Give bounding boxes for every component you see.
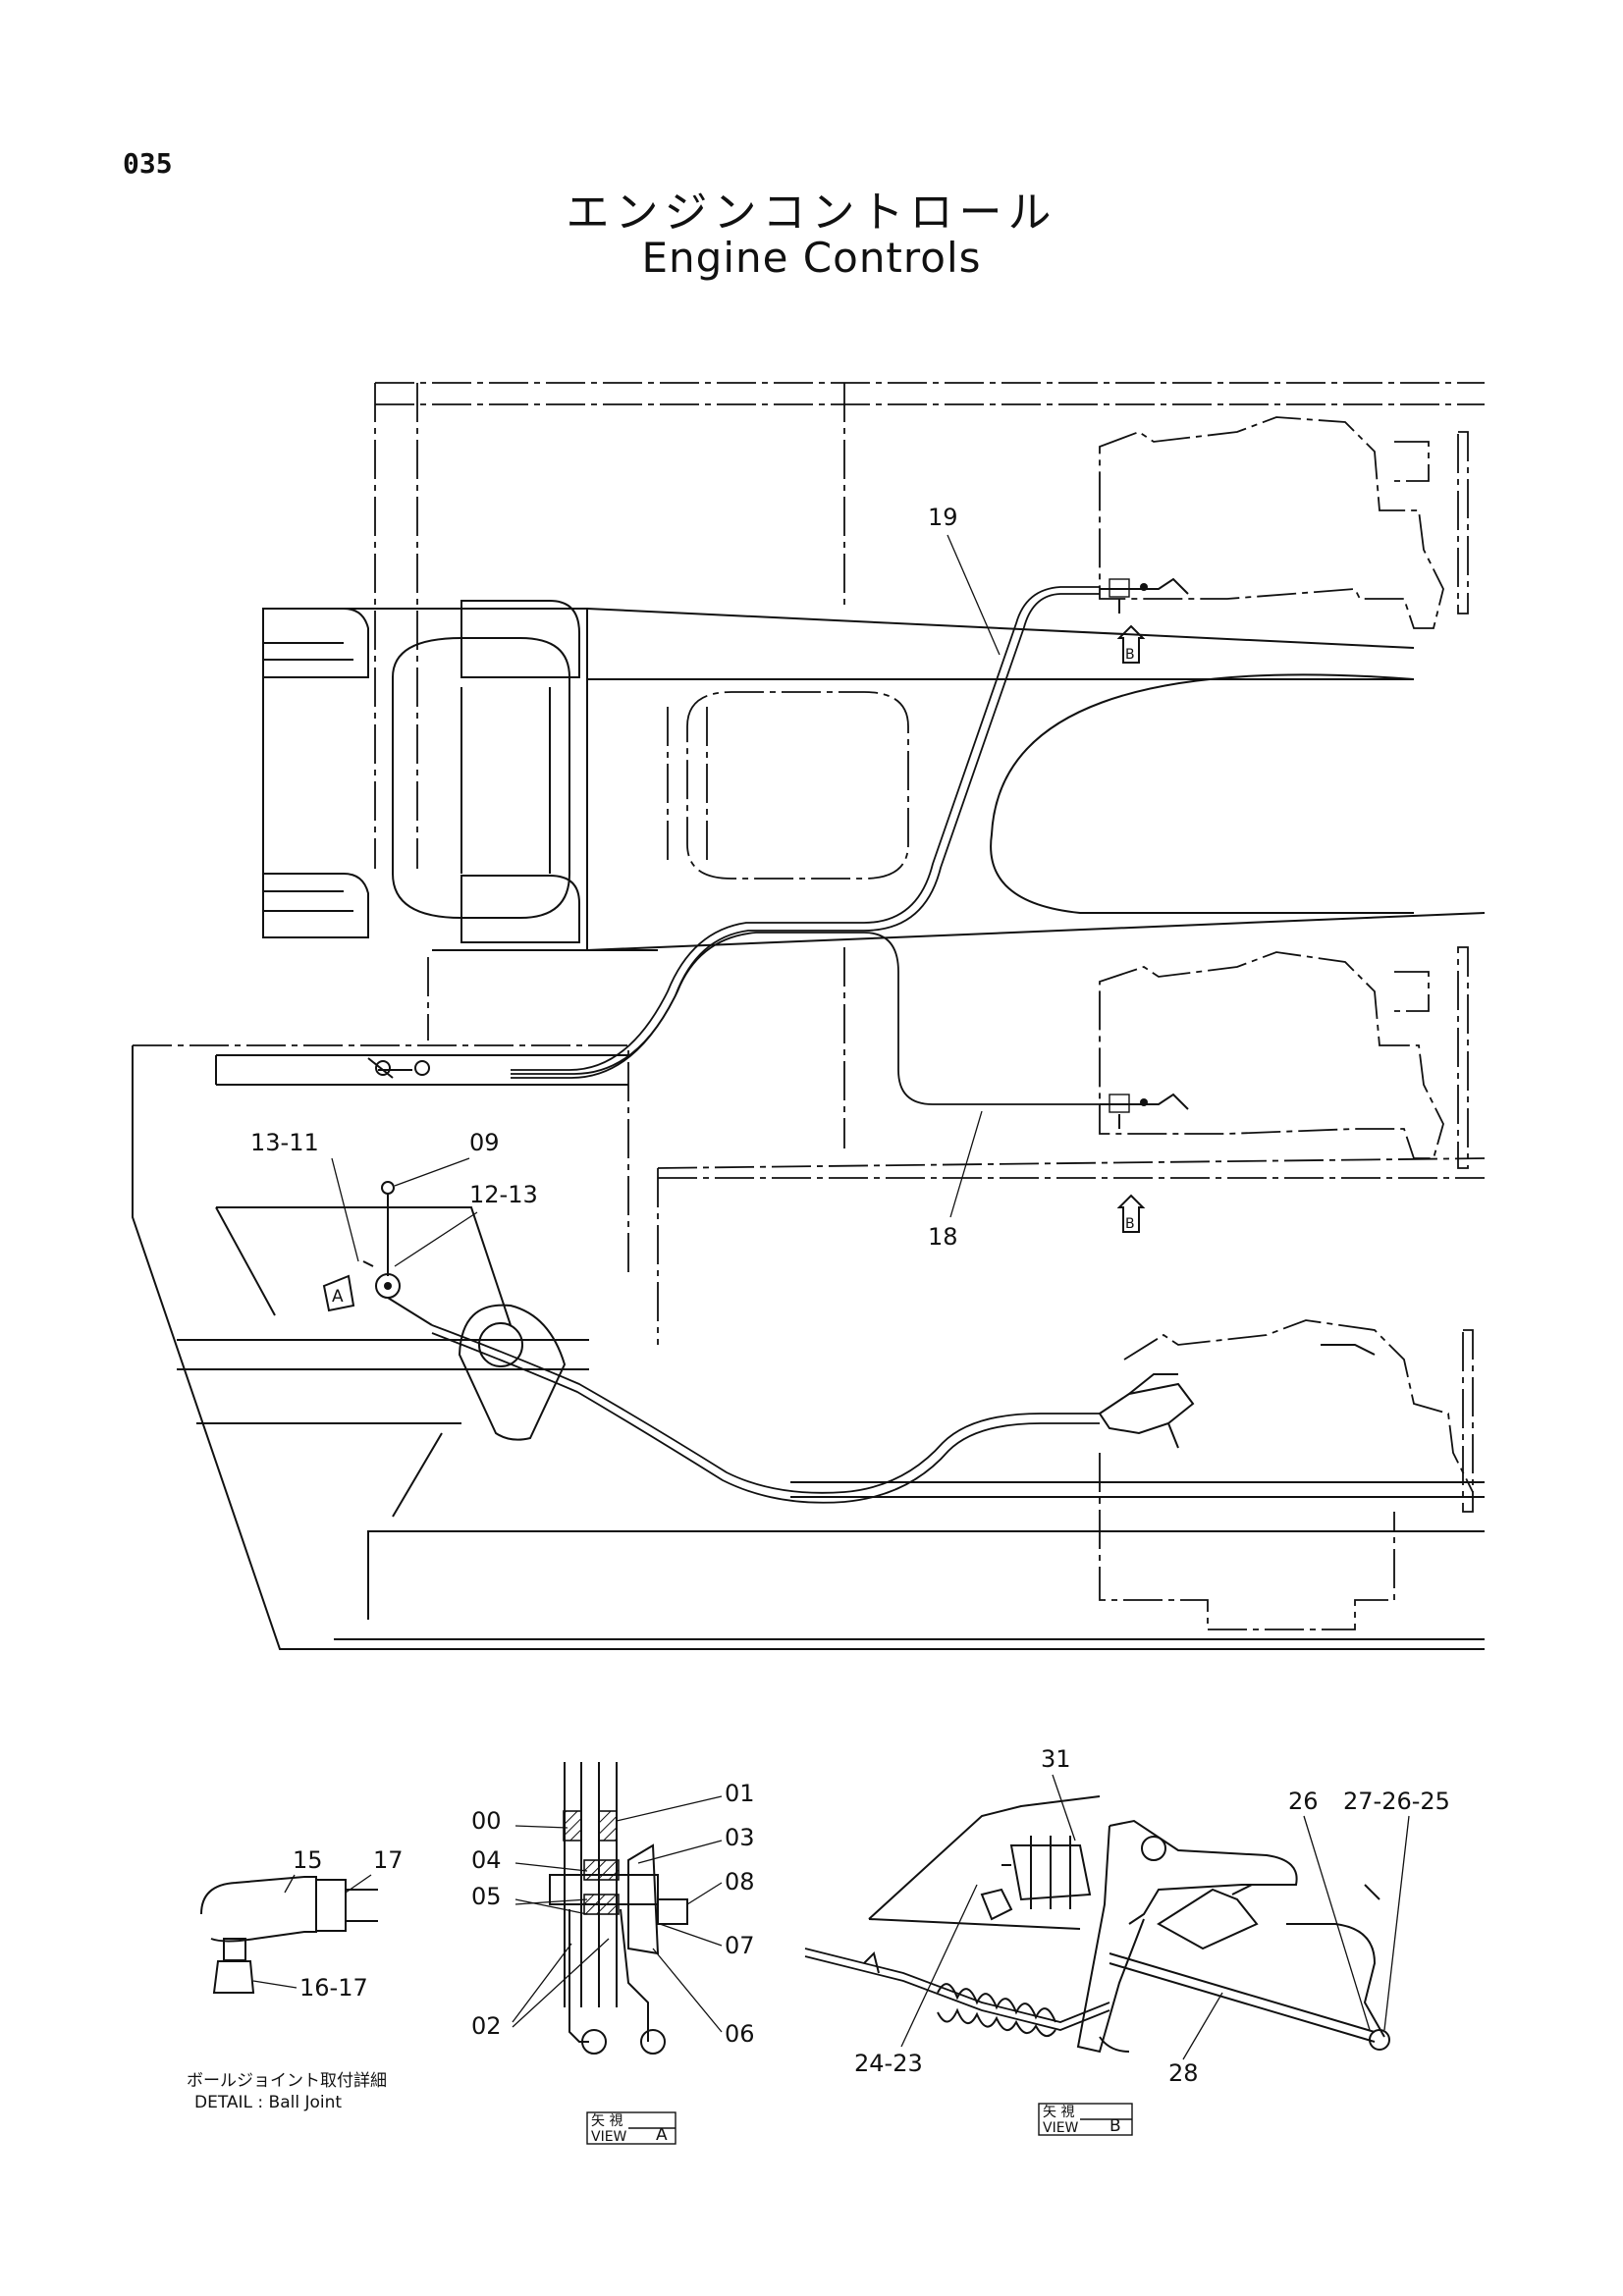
view-a-label-en: VIEW: [591, 2129, 627, 2145]
callout-08: 08: [725, 1868, 755, 1896]
callout-15: 15: [293, 1846, 323, 1874]
governor-linkage-middle: [1100, 1093, 1189, 1129]
cable-18: [511, 932, 1100, 1105]
view-a-label-jp: 矢 視: [591, 2113, 622, 2129]
callout-28: 28: [1168, 2059, 1199, 2087]
engine-middle: [1099, 946, 1469, 1169]
callout-19: 19: [928, 504, 958, 531]
governor-linkage-upper: [1100, 577, 1189, 614]
control-lever-assembly: [362, 1057, 433, 1326]
callout-04: 04: [471, 1846, 502, 1874]
view-b-arrow-upper: B: [1116, 624, 1146, 664]
callout-06: 06: [725, 2020, 755, 2048]
callout-16-17: 16-17: [299, 1974, 368, 2002]
pivot-bracket: [392, 1304, 1376, 1518]
view-b-label-en: VIEW: [1043, 2120, 1079, 2136]
view-b-letter: B: [1109, 2116, 1121, 2136]
callout-07: 07: [725, 1932, 755, 1959]
main-callouts: 19 18 13-11 09 12-13: [250, 504, 1001, 1267]
governor-linkage-lower: [1098, 1373, 1195, 1449]
callout-24-23: 24-23: [854, 2050, 923, 2077]
lower-frame: [132, 1044, 1485, 1650]
ball-joint-caption-jp: ボールジョイント取付詳細: [187, 2071, 387, 2091]
frame-openings: [667, 673, 1415, 914]
callout-18: 18: [928, 1223, 958, 1251]
view-b-arrow-upper-label: B: [1125, 647, 1135, 663]
callout-12-13: 12-13: [469, 1181, 538, 1208]
callout-27-26-25: 27-26-25: [1343, 1788, 1450, 1815]
callout-05: 05: [471, 1883, 502, 1910]
view-a-letter: A: [656, 2125, 668, 2145]
view-b-arrow-lower: B: [1116, 1194, 1146, 1233]
cable-19: [511, 586, 1100, 1079]
callout-01: 01: [725, 1780, 755, 1807]
boom-foot-brackets: [262, 600, 580, 943]
view-b-detail: 31 26 27-26-25 24-23 28 矢 視 VIEW B: [804, 1745, 1450, 2136]
callout-00: 00: [471, 1807, 502, 1835]
view-a-arrow: A: [322, 1274, 355, 1312]
callout-03: 03: [725, 1824, 755, 1851]
page-title-english: Engine Controls: [641, 234, 982, 282]
view-b-label-jp: 矢 視: [1043, 2105, 1074, 2120]
view-a-detail: 00 01 03 04 08 05 07 02 06 矢 視 VIEW A: [471, 1762, 755, 2145]
ball-joint-caption-en: DETAIL : Ball Joint: [194, 2093, 342, 2112]
engine-lower: [1099, 1319, 1474, 1630]
callout-31: 31: [1041, 1745, 1071, 1773]
callout-02: 02: [471, 2012, 502, 2040]
callout-26: 26: [1288, 1788, 1319, 1815]
upper-frame: [262, 382, 1486, 1179]
view-b-arrow-lower-label: B: [1125, 1216, 1135, 1232]
view-a-arrow-label: A: [332, 1287, 344, 1307]
cable-lower: [431, 1324, 1100, 1504]
page-number: 035: [123, 147, 173, 180]
engine-upper: [1099, 416, 1469, 629]
ball-joint-detail: 15 17 16-17 ボールジョイント取付詳細 DETAIL : Ball J…: [187, 1846, 404, 2112]
page-title-japanese: エンジンコントロール: [566, 187, 1057, 238]
callout-09: 09: [469, 1129, 500, 1156]
callout-17: 17: [373, 1846, 404, 1874]
callout-13-11: 13-11: [250, 1129, 319, 1156]
